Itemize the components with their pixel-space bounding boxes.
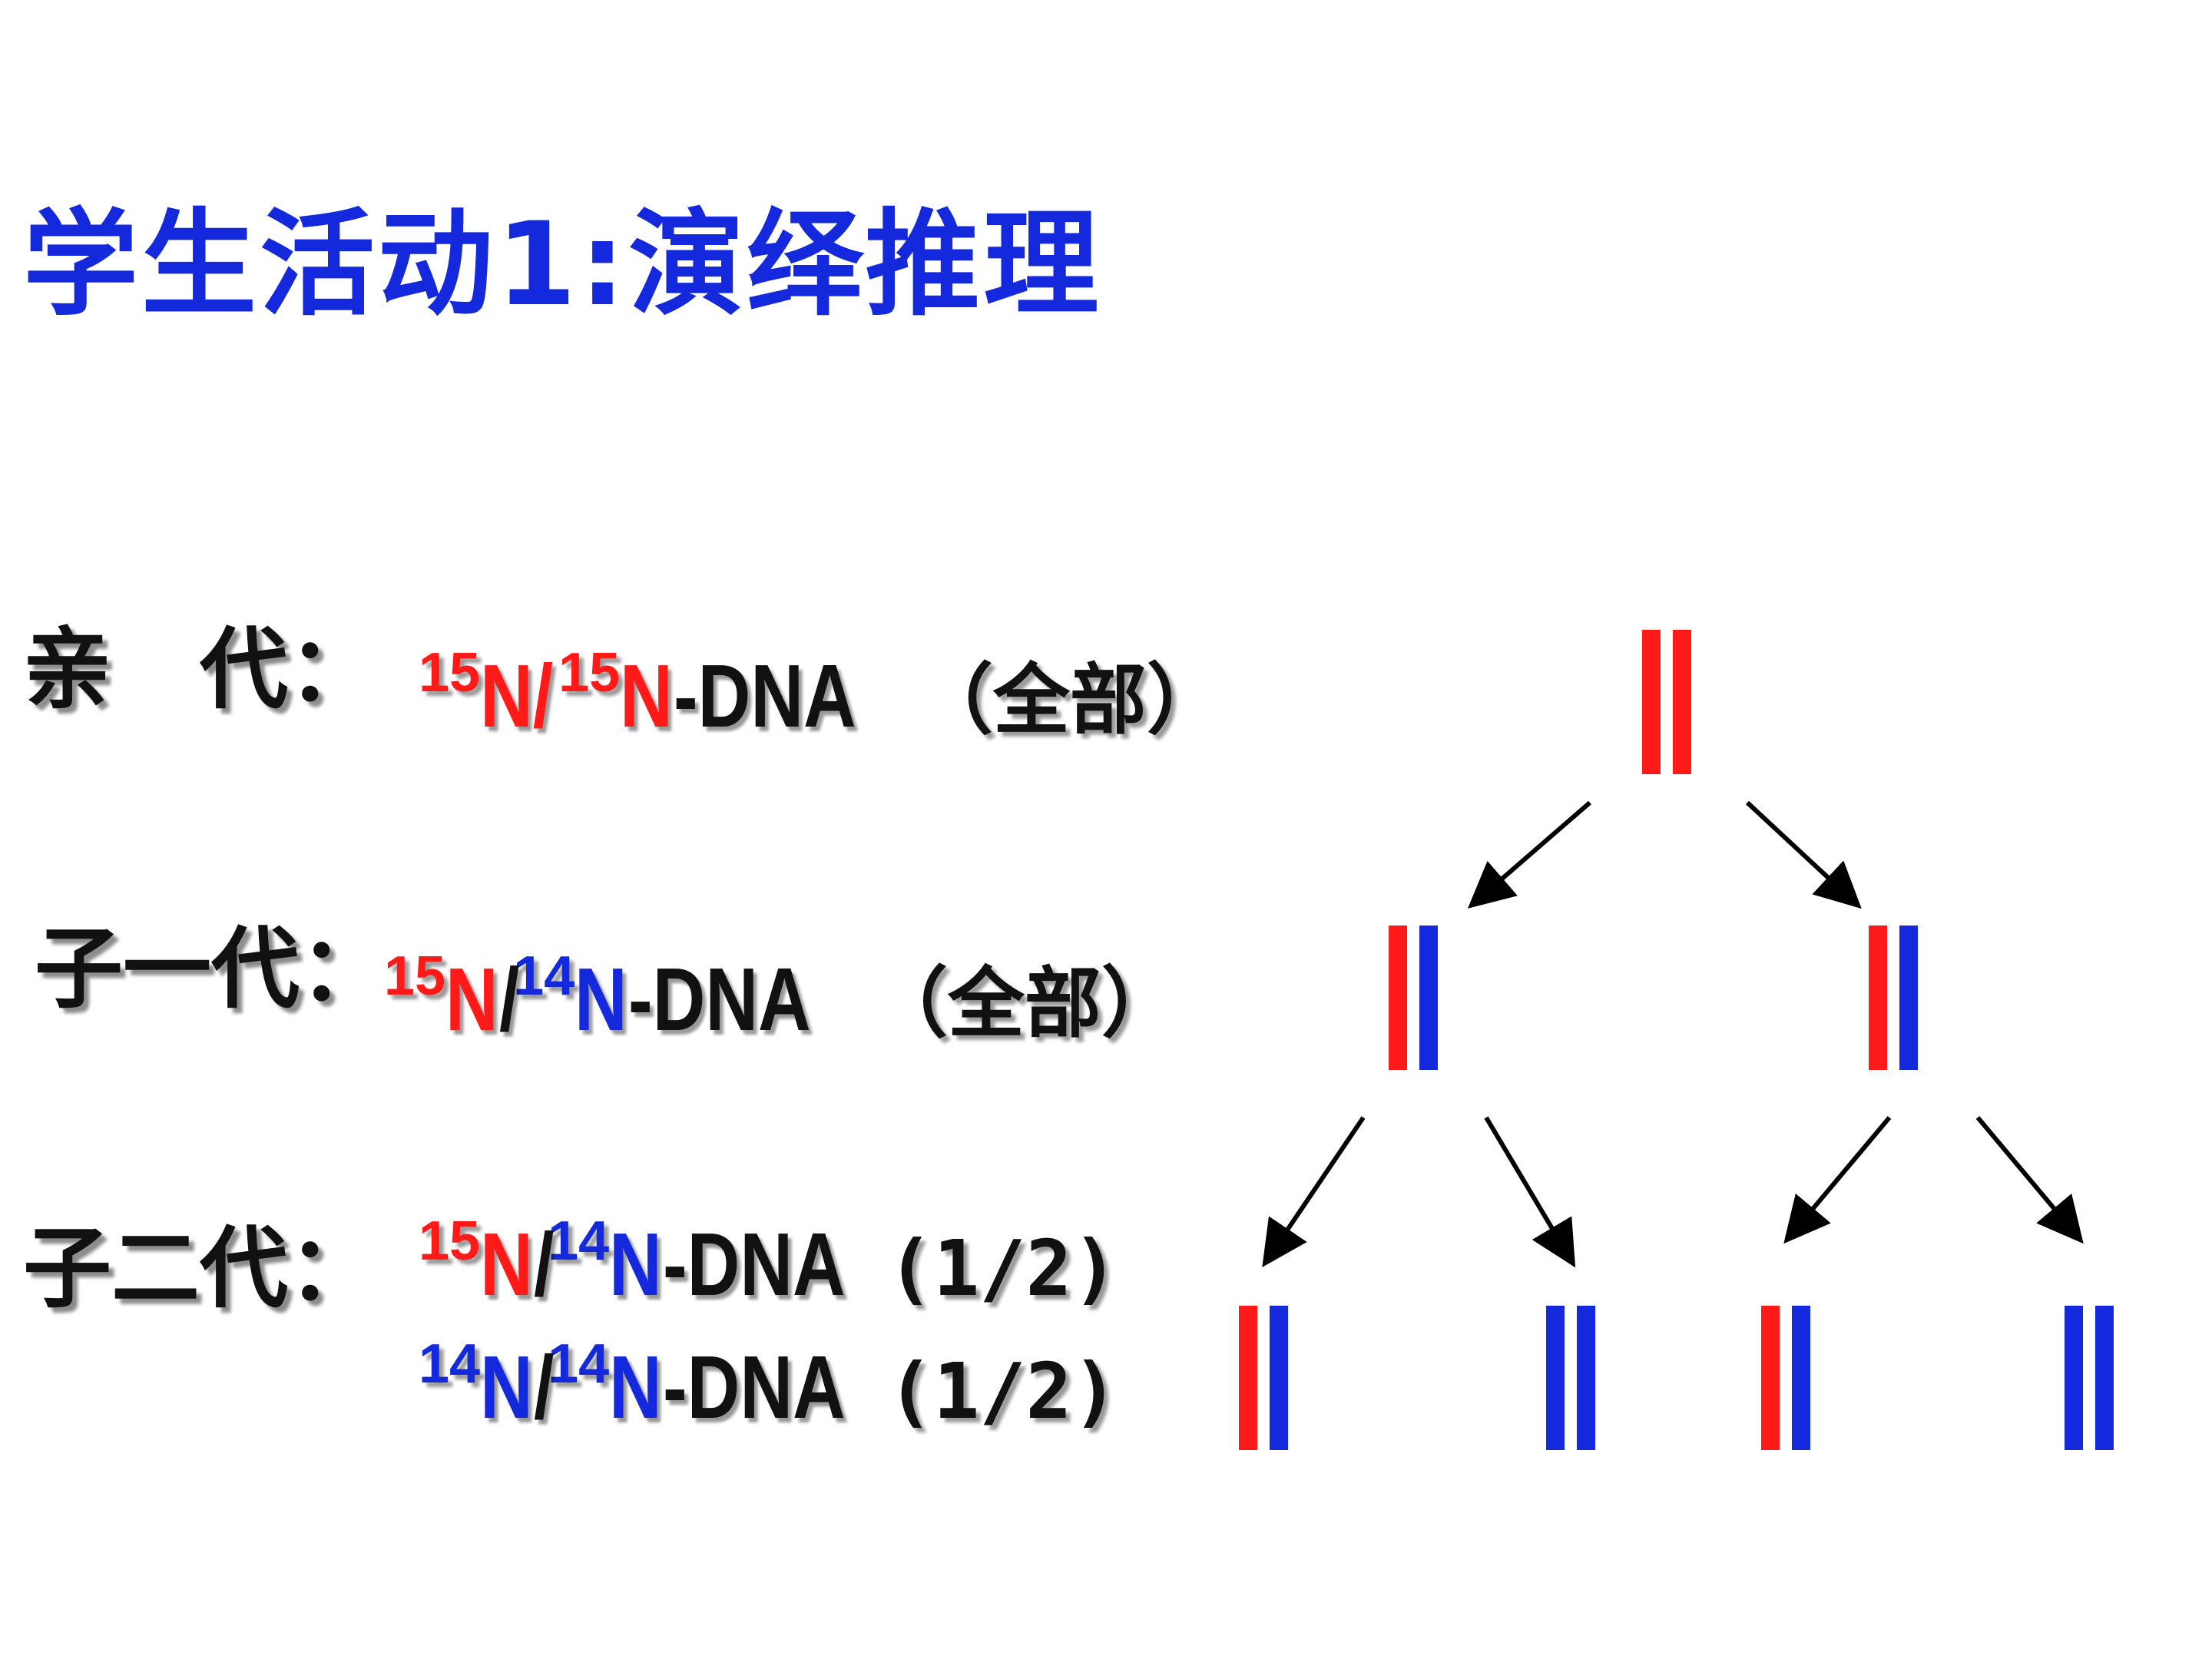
f2-dna-duplex [1546, 1306, 1595, 1450]
isotope-number: 15 [419, 1210, 481, 1272]
f2-generation-label: 子二代： [23, 1217, 377, 1320]
f2-dna-duplex [2065, 1306, 2114, 1450]
light-strand [1577, 1306, 1595, 1450]
parent-generation-label: 亲 代： [23, 618, 377, 721]
dna-suffix: -DNA [662, 1214, 846, 1314]
nitrogen-symbol: N [620, 646, 673, 746]
isotope-number: 14 [548, 1210, 610, 1272]
dna-suffix: -DNA [673, 646, 856, 746]
f1-dna-duplex [1869, 926, 1918, 1070]
heavy-strand [1869, 926, 1887, 1070]
heavy-strand [1673, 630, 1691, 774]
nitrogen-symbol: N [575, 949, 628, 1049]
proportion-ratio: (1/2) [886, 1224, 1118, 1313]
heavy-strand [1642, 630, 1661, 774]
replication-arrow [1484, 1116, 1576, 1268]
nitrogen-symbol: N [609, 1337, 662, 1437]
page-title: 学生活动1:演绎推理 [23, 198, 1102, 332]
parent-dna-duplex [1642, 630, 1691, 774]
light-strand [2095, 1306, 2114, 1450]
replication-arrow [1745, 800, 1862, 909]
separator: / [498, 949, 520, 1049]
light-strand [1792, 1306, 1810, 1450]
parent-formula: 15N/15N-DNA（全部） [419, 645, 1224, 740]
isotope-number: 14 [419, 1333, 481, 1395]
f2-dna-duplex [1239, 1306, 1288, 1450]
replication-arrow [1975, 1116, 2084, 1244]
heavy-strand [1761, 1306, 1780, 1450]
proportion-note: （全部） [916, 655, 1224, 745]
isotope-number: 14 [513, 945, 575, 1007]
light-strand [1270, 1306, 1288, 1450]
nitrogen-symbol: N/ [480, 646, 554, 746]
f1-generation-label: 子一代： [35, 918, 389, 1021]
heavy-strand [1389, 926, 1407, 1070]
dna-suffix: -DNA [628, 949, 811, 1049]
f2-formula-row1: 15N/14N-DNA(1/2) [419, 1214, 1118, 1309]
f1-formula: 15N/14N-DNA（全部） [384, 949, 1178, 1044]
f2-formula-row2: 14N/14N-DNA(1/2) [419, 1336, 1118, 1432]
isotope-number: 15 [419, 642, 481, 704]
light-strand [1546, 1306, 1565, 1450]
nitrogen-symbol: N [480, 1214, 533, 1314]
proportion-note: （全部） [870, 959, 1178, 1048]
replication-arrow [1467, 800, 1591, 909]
replication-arrow [1262, 1116, 1366, 1267]
f1-dna-duplex [1389, 926, 1438, 1070]
nitrogen-symbol: N [445, 949, 498, 1049]
separator: / [533, 1337, 555, 1437]
isotope-number: 15 [558, 642, 621, 704]
light-strand [2065, 1306, 2083, 1450]
heavy-strand [1239, 1306, 1257, 1450]
isotope-number: 15 [384, 945, 446, 1007]
isotope-number: 14 [548, 1333, 610, 1395]
light-strand [1899, 926, 1918, 1070]
replication-arrow [1783, 1116, 1892, 1244]
nitrogen-symbol: N [609, 1214, 662, 1314]
proportion-ratio: (1/2) [886, 1346, 1118, 1436]
dna-suffix: -DNA [662, 1337, 846, 1437]
light-strand [1419, 926, 1438, 1070]
separator: / [533, 1214, 555, 1314]
nitrogen-symbol: N [480, 1337, 533, 1437]
f2-dna-duplex [1761, 1306, 1810, 1450]
